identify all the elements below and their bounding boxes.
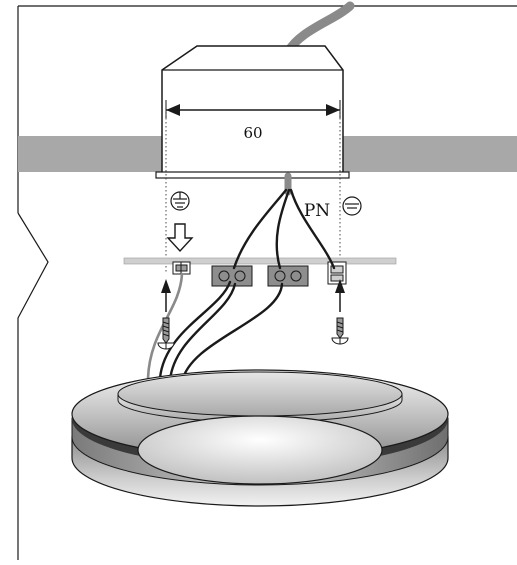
screw-icon	[157, 317, 175, 350]
ceiling-luminaire	[71, 369, 449, 507]
earth-clamp	[172, 261, 191, 275]
dimension-arrow	[165, 100, 341, 118]
junction-box	[155, 45, 350, 179]
terminal-block	[211, 265, 253, 287]
supply-wires	[232, 188, 336, 270]
diagram-frame	[17, 5, 517, 560]
up-arrow-icon	[161, 279, 171, 312]
alignment-guide-lines	[165, 110, 341, 272]
earth-ground-icon	[342, 196, 362, 216]
terminal-label-pn: PN	[304, 201, 330, 221]
terminal-block	[267, 265, 309, 287]
mounting-plate	[123, 257, 397, 265]
screw-icon	[331, 317, 349, 345]
down-arrow-icon	[166, 223, 194, 253]
right-clamp	[327, 261, 347, 285]
dimension-label: 60	[243, 124, 262, 142]
up-arrow-icon	[335, 279, 345, 312]
supply-cable	[283, 1, 355, 57]
earth-ground-icon	[170, 191, 190, 211]
